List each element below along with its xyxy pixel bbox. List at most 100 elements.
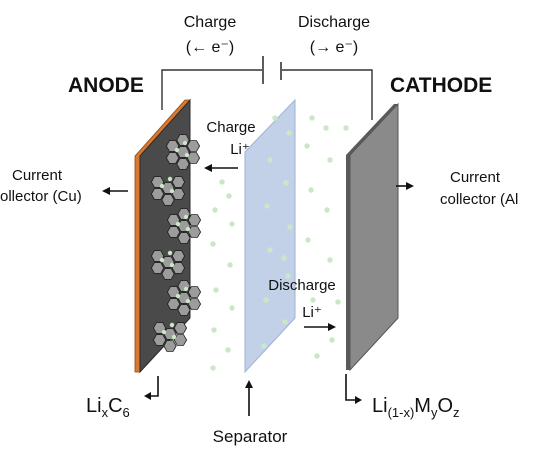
li-ion-dot — [314, 353, 320, 359]
li-ion-dot — [282, 319, 288, 325]
graphite-hexagon — [161, 268, 175, 280]
li-ion-dot — [227, 262, 233, 268]
li-ion-dot — [308, 187, 314, 193]
charge-li-arrow — [204, 164, 238, 172]
li-ion-dot — [211, 327, 217, 333]
lithium-ions — [210, 115, 349, 371]
li-ion-dot — [343, 125, 349, 131]
li-ion-dot — [323, 125, 329, 131]
li-ion-dot — [219, 179, 225, 185]
graphite-hexagon — [177, 304, 191, 316]
graphite-hexagon — [187, 226, 202, 238]
cathode-electrode — [346, 102, 399, 372]
li-ion-dot — [267, 157, 273, 163]
anode-current-collector-label-line2: ollector (Cu) — [0, 188, 82, 205]
charge-label: Charge — [184, 14, 237, 31]
li-ion-dot — [304, 143, 310, 149]
cathode-formula: Li(1-x)MyOz — [372, 395, 460, 420]
li-ion-dot — [212, 207, 218, 213]
graphite-hexagon — [150, 188, 165, 200]
charge-li-ion-label: Li⁺ — [230, 141, 250, 158]
intercalated-li-dot — [183, 214, 189, 220]
charge-electron-direction: (← e⁻) — [186, 39, 234, 56]
li-ion-dot — [285, 273, 291, 279]
li-ion-dot — [287, 224, 293, 230]
graphite-hexagon — [166, 298, 181, 310]
li-ion-dot — [210, 365, 216, 371]
intercalated-li-dot — [159, 257, 165, 263]
li-ion-dot — [310, 297, 316, 303]
graphite-hexagon — [171, 250, 186, 262]
li-ion-dot — [267, 247, 273, 253]
graphite-hexagon — [186, 140, 201, 152]
li-ion-dot — [213, 287, 219, 293]
li-ion-dot — [281, 255, 287, 261]
anode-formula: LixC6 — [86, 395, 130, 420]
intercalated-li-dot — [185, 298, 191, 304]
graphite-layers — [150, 134, 202, 352]
li-ion-dot — [225, 347, 231, 353]
graphite-hexagon — [173, 322, 188, 334]
intercalated-li-dot — [175, 221, 181, 227]
graphite-hexagon — [186, 152, 201, 164]
graphite-hexagon — [173, 334, 188, 346]
li-ion-dot — [283, 180, 289, 186]
graphite-hexagon — [161, 194, 175, 206]
anode-electrode — [134, 98, 202, 374]
li-ion-dot — [324, 207, 330, 213]
anode-title: ANODE — [68, 74, 144, 97]
li-ion-dot — [229, 221, 235, 227]
anode-current-collector-label-line1: Current — [12, 167, 63, 184]
graphite-hexagon — [171, 188, 186, 200]
graphite-hexagon — [176, 158, 190, 170]
cathode-current-collector-label-line2: collector (Al — [440, 191, 518, 208]
li-ion-dot — [286, 130, 292, 136]
intercalated-li-dot — [174, 147, 180, 153]
graphite-hexagon — [171, 176, 186, 188]
graphite-hexagon — [187, 298, 202, 310]
intercalated-li-dot — [183, 286, 189, 292]
charge-li-label: Charge — [206, 119, 255, 136]
circuit-wire-left — [161, 69, 262, 110]
graphite-hexagon — [187, 214, 202, 226]
graphite-hexagon — [165, 152, 180, 164]
separator-arrow — [245, 380, 253, 416]
intercalated-li-dot — [169, 188, 175, 194]
cathode-plate — [349, 102, 399, 372]
discharge-li-label: Discharge — [268, 277, 336, 294]
external-circuit — [161, 56, 373, 120]
intercalated-li-dot — [169, 322, 175, 328]
li-ion-dot — [327, 257, 333, 263]
cathode-current-collector-label-line1: Current — [450, 169, 501, 186]
li-ion-dot — [261, 343, 267, 349]
graphite-hexagon — [163, 340, 177, 352]
cathode-title: CATHODE — [390, 74, 492, 97]
intercalated-li-dot — [184, 152, 190, 158]
graphite-hexagon — [171, 262, 186, 274]
separator-membrane — [244, 98, 296, 374]
li-ion-dot — [327, 157, 333, 163]
cathode-formula-connector — [345, 374, 356, 401]
intercalated-li-dot — [167, 250, 173, 256]
li-ion-dot — [226, 193, 232, 199]
cathode-formula-arrowhead — [355, 396, 362, 404]
separator-label: Separator — [213, 427, 288, 446]
intercalated-li-dot — [167, 176, 173, 182]
li-ion-dot — [329, 337, 335, 343]
graphite-hexagon — [152, 334, 167, 346]
intercalated-li-dot — [185, 226, 191, 232]
circuit-wire-right — [282, 69, 373, 120]
intercalated-li-dot — [171, 334, 177, 340]
discharge-li-arrow — [304, 323, 336, 331]
intercalated-li-dot — [161, 329, 167, 335]
intercalated-li-dot — [159, 183, 165, 189]
anode-formula-arrowhead — [144, 392, 151, 400]
li-ion-dot — [309, 115, 315, 121]
discharge-label: Discharge — [298, 14, 370, 31]
li-ion-dot — [335, 299, 341, 305]
graphite-hexagon — [166, 226, 181, 238]
intercalated-li-dot — [175, 293, 181, 299]
li-ion-dot — [229, 305, 235, 311]
anode-formula-connector — [150, 376, 159, 397]
